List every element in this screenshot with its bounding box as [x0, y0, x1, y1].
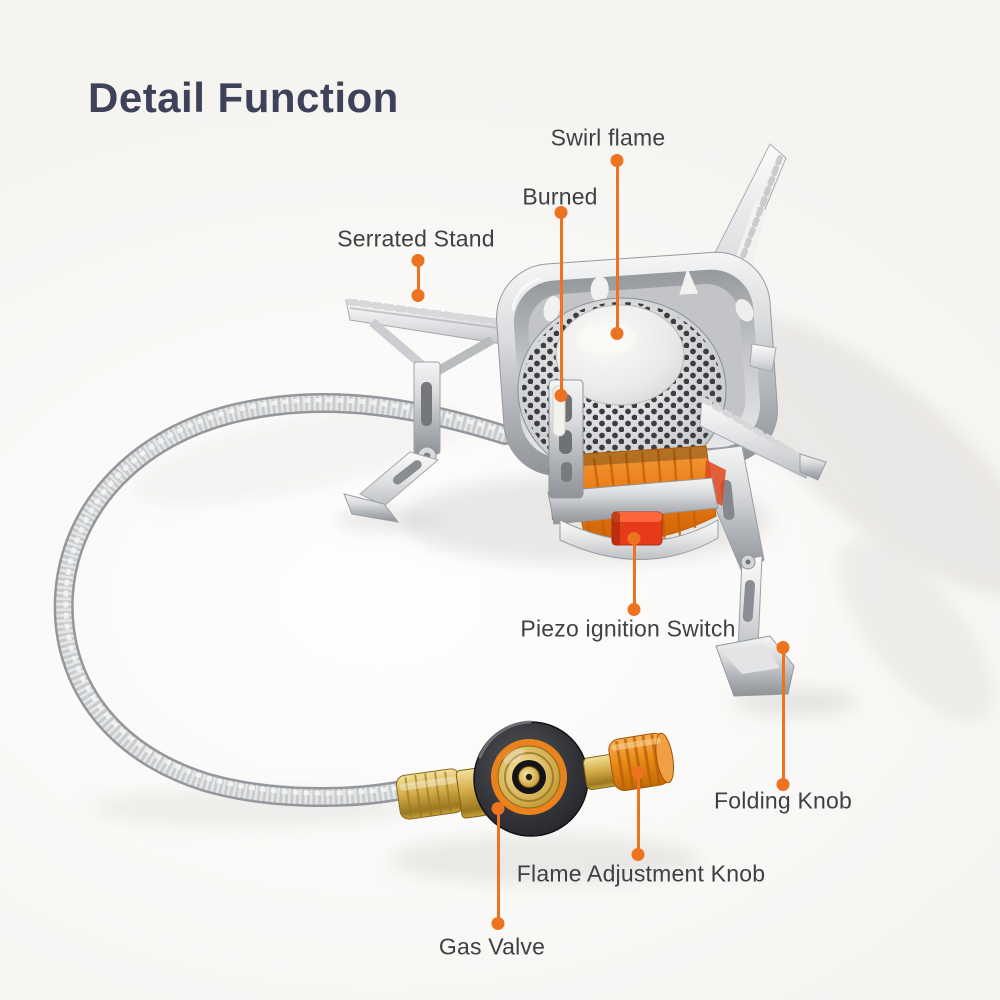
swirl-flame-connector [615, 160, 619, 334]
piezo-ignition-switch-label: Piezo ignition Switch [520, 615, 736, 642]
folding-knob-label: Folding Knob [714, 787, 852, 814]
valve-assembly [395, 720, 674, 837]
burned-label: Burned [522, 183, 598, 210]
gas-valve-body [473, 720, 589, 837]
folding-knob-connector [781, 647, 785, 785]
hose-ferrule [395, 768, 465, 820]
gas-hose [53, 393, 515, 808]
serrated-stand-label: Serrated Stand [337, 225, 495, 252]
swirl-flame-label: Swirl flame [550, 124, 666, 151]
serrated-stand-connector [416, 260, 420, 296]
pot-support-arm-right [699, 397, 827, 481]
flame-adjustment-knob-label: Flame Adjustment Knob [516, 860, 766, 887]
flame-adjustment-knob [608, 732, 674, 791]
burned-connector [559, 212, 563, 396]
pan-side-tab [749, 343, 777, 373]
piezo-ignition-button [611, 511, 663, 546]
piezo-ignition-connector [632, 538, 636, 610]
flame-adjustment-connector [636, 772, 640, 855]
folding-leg-bottom-right [691, 445, 795, 697]
burner-underbody [547, 445, 726, 560]
gas-valve-connector [496, 808, 500, 924]
page-title: Detail Function [88, 74, 399, 121]
gas-valve-label: Gas Valve [438, 933, 546, 960]
leg-foot-left [343, 493, 400, 523]
gas-stove [343, 143, 827, 697]
